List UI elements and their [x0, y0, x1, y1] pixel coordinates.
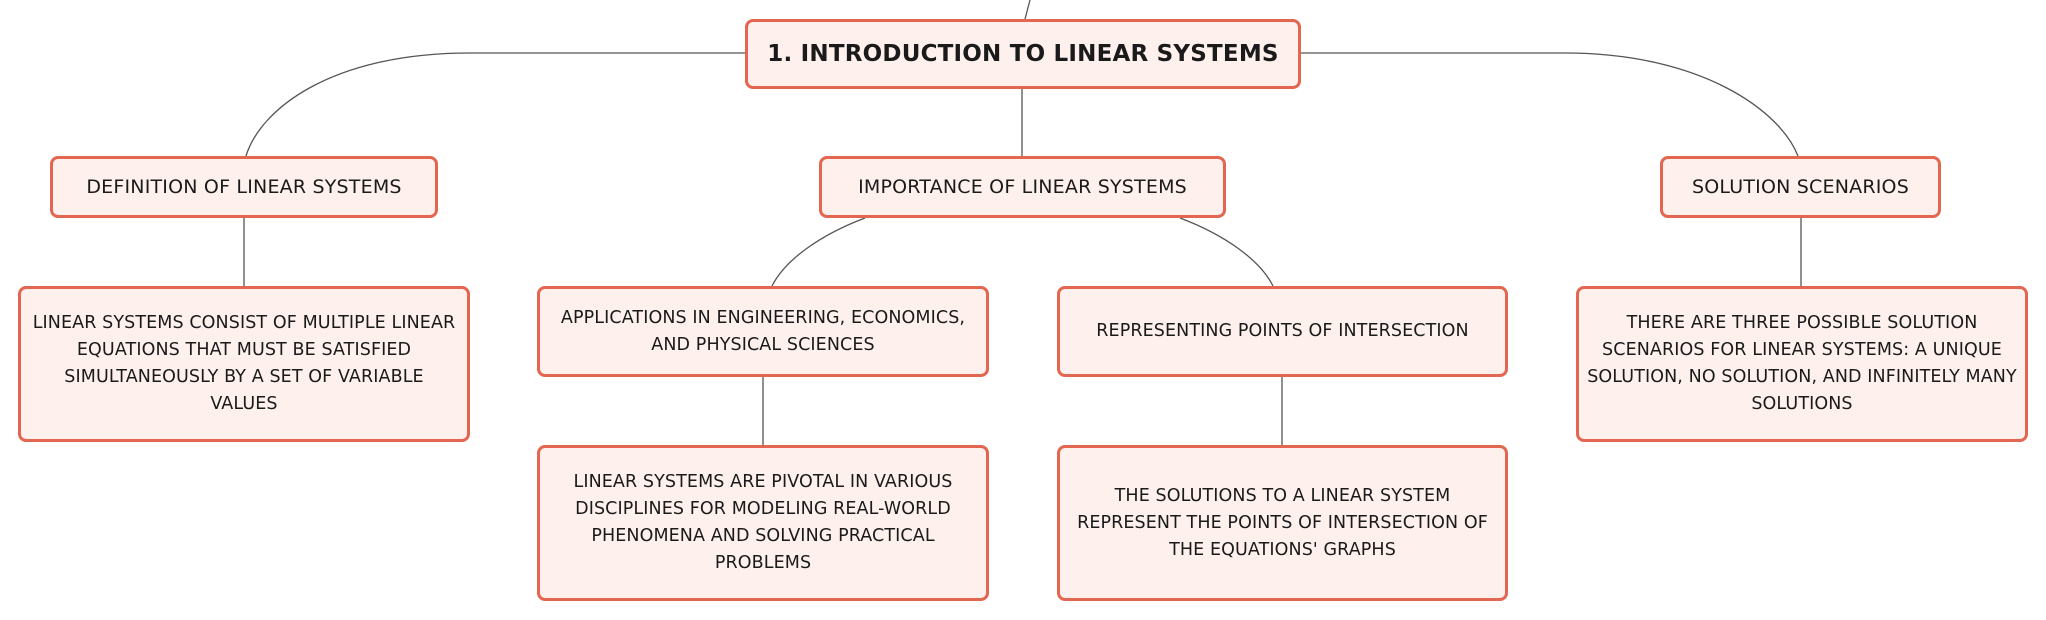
topic-label-importance: IMPORTANCE OF LINEAR SYSTEMS [858, 176, 1187, 198]
connector-root-to-definition [245, 52, 745, 157]
topic-label-applications: APPLICATIONS IN ENGINEERING, ECONOMICS, … [560, 307, 966, 355]
topic-label-representing-points: REPRESENTING POINTS OF INTERSECTION [1096, 321, 1469, 341]
connector-importance-to-applications [771, 217, 866, 287]
topic-node-importance[interactable]: IMPORTANCE OF LINEAR SYSTEMS [819, 156, 1226, 218]
topic-label-definition: DEFINITION OF LINEAR SYSTEMS [86, 176, 402, 198]
detail-text-applications: LINEAR SYSTEMS ARE PIVOTAL IN VARIOUS DI… [573, 472, 953, 573]
detail-text-representing-points: THE SOLUTIONS TO A LINEAR SYSTEM REPRESE… [1077, 485, 1488, 560]
topic-node-solution-scenarios[interactable]: SOLUTION SCENARIOS [1660, 156, 1941, 218]
detail-text-solution-scenarios: THERE ARE THREE POSSIBLE SOLUTION SCENAR… [1587, 313, 2017, 414]
root-topic-label: 1. INTRODUCTION TO LINEAR SYSTEMS [767, 41, 1279, 67]
topic-label-solution-scenarios: SOLUTION SCENARIOS [1692, 176, 1909, 198]
detail-node-applications[interactable]: LINEAR SYSTEMS ARE PIVOTAL IN VARIOUS DI… [537, 445, 989, 601]
root-topic-node[interactable]: 1. INTRODUCTION TO LINEAR SYSTEMS [745, 19, 1301, 89]
topic-node-applications[interactable]: APPLICATIONS IN ENGINEERING, ECONOMICS, … [537, 286, 989, 377]
connector-root-incoming [1024, 0, 1031, 20]
detail-node-representing-points[interactable]: THE SOLUTIONS TO A LINEAR SYSTEM REPRESE… [1057, 445, 1508, 601]
detail-node-solution-scenarios[interactable]: THERE ARE THREE POSSIBLE SOLUTION SCENAR… [1576, 286, 2028, 442]
connector-importance-to-representing [1179, 217, 1274, 287]
topic-node-representing-points[interactable]: REPRESENTING POINTS OF INTERSECTION [1057, 286, 1508, 377]
detail-node-definition[interactable]: LINEAR SYSTEMS CONSIST OF MULTIPLE LINEA… [18, 286, 470, 442]
connector-root-to-solution [1301, 52, 1799, 157]
detail-text-definition: LINEAR SYSTEMS CONSIST OF MULTIPLE LINEA… [32, 313, 456, 414]
topic-node-definition[interactable]: DEFINITION OF LINEAR SYSTEMS [50, 156, 438, 218]
